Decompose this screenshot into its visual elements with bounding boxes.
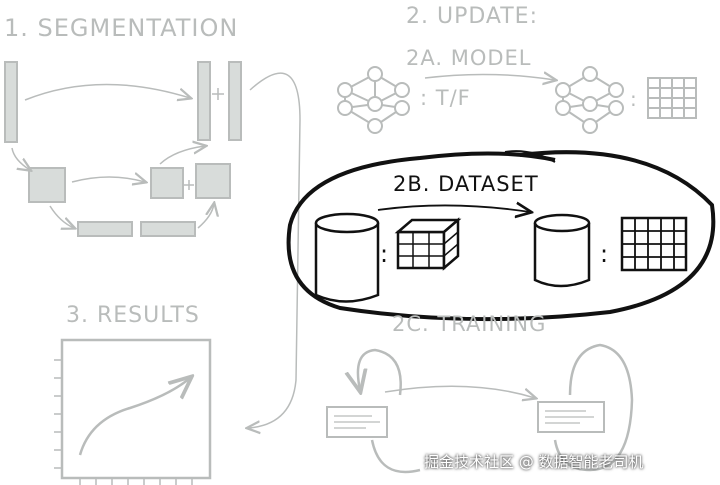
svg-text::: : bbox=[630, 87, 637, 111]
dataset-colon-right: : bbox=[600, 240, 608, 268]
dataset-cylinder-left bbox=[314, 212, 380, 303]
model-network-right bbox=[555, 66, 624, 134]
encoder-layer-2 bbox=[28, 167, 66, 203]
dataset-label: 2B. DATASET bbox=[393, 172, 539, 196]
dataset-grid bbox=[620, 216, 688, 272]
model-network-left bbox=[337, 66, 410, 134]
update-title: 2. UPDATE: bbox=[406, 4, 538, 29]
results-plot bbox=[54, 338, 212, 485]
segmentation-connections bbox=[11, 72, 301, 428]
bottleneck-layer-a bbox=[77, 221, 133, 237]
dataset-cylinder-right bbox=[533, 213, 591, 288]
true-false-label: : T/F bbox=[420, 86, 471, 110]
decoder-layer-1b bbox=[228, 61, 242, 141]
decoder-layer-1a bbox=[197, 61, 211, 141]
decoder-layer-2a bbox=[150, 167, 184, 199]
dataset-arrow bbox=[377, 205, 530, 212]
training-label: 2C. TRAINING bbox=[392, 312, 547, 336]
model-arrow bbox=[424, 74, 555, 80]
results-title: 3. RESULTS bbox=[66, 303, 200, 328]
training-cards bbox=[326, 401, 605, 438]
model-label: 2A. MODEL bbox=[406, 46, 532, 70]
bottleneck-layer-b bbox=[140, 221, 196, 237]
model-output-grid: : bbox=[630, 77, 697, 119]
dataset-colon-left: : bbox=[380, 240, 388, 268]
encoder-layer-1 bbox=[4, 61, 18, 143]
decoder-layer-2b bbox=[195, 163, 231, 199]
dataset-highlight-loop bbox=[286, 150, 716, 322]
watermark-text: 掘金技术社区 @ 数据智能老司机 bbox=[424, 453, 644, 471]
training-loops bbox=[358, 343, 634, 474]
segmentation-unet-diagram bbox=[4, 61, 242, 237]
dataset-loop-tail bbox=[504, 150, 556, 163]
segmentation-title: 1. SEGMENTATION bbox=[4, 14, 239, 42]
dataset-cube bbox=[394, 217, 462, 271]
